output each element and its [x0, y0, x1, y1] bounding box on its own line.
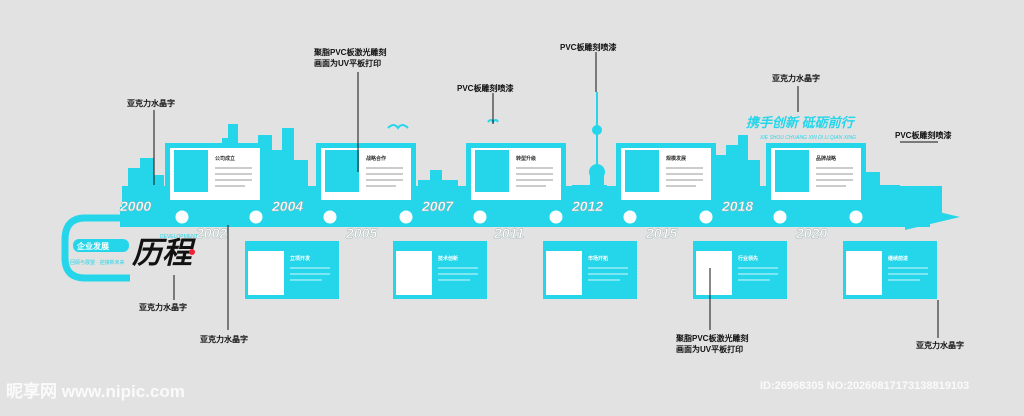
- watermark-site: 昵享网 www.nipic.com: [6, 382, 185, 401]
- timeline-axis: [120, 207, 930, 227]
- bottom-card-title: 行业领先: [737, 255, 758, 262]
- bottom-card-title: 立项开发: [290, 255, 311, 262]
- slogan-main: 携手创新 砥砺前行: [746, 115, 856, 130]
- annotation-acrylic: 亚克力水晶字: [916, 341, 964, 350]
- watermark-id: ID:26968305 NO:20260817173138819103: [760, 380, 970, 392]
- top-card-title: 品牌战略: [816, 155, 837, 162]
- annotation-acrylic: 亚克力水晶字: [127, 99, 175, 108]
- annotation-line: 聚脂PVC板激光雕刻: [676, 334, 749, 343]
- logo-tag: DEVELOPMENT: [160, 234, 198, 240]
- annotation-line: 画面为UV平板打印: [676, 345, 744, 354]
- annotation-pvc-paint: PVC板雕刻喷漆: [457, 84, 514, 93]
- year-label: 2005: [345, 225, 377, 241]
- year-label: 2011: [493, 225, 524, 241]
- annotation-acrylic: 亚克力水晶字: [139, 303, 187, 312]
- year-label: 2004: [271, 198, 303, 214]
- year-label: 2015: [645, 225, 677, 241]
- year-label: 2020: [795, 225, 827, 241]
- annotation-line: 画面为UV平板打印: [314, 59, 382, 68]
- annotation-acrylic: 亚克力水晶字: [772, 74, 820, 83]
- annotation-pointers: [153, 52, 939, 338]
- top-card-lines: [215, 167, 853, 187]
- slogan-pinyin: XIE SHOU CHUANG XIN DI LI QIAN XING: [759, 135, 856, 141]
- timeline-loop: [61, 214, 130, 282]
- top-card-title: 规模发展: [666, 155, 686, 162]
- annotation-pvc-laser: 聚脂PVC板激光雕刻 画面为UV平板打印: [314, 47, 386, 69]
- bird-icon: [387, 124, 409, 130]
- timeline-arrow: [905, 204, 960, 230]
- top-card-title: 战略合作: [366, 155, 386, 162]
- top-card-title: 公司成立: [215, 155, 235, 162]
- annotation-pvc-paint: PVC板雕刻喷漆: [560, 43, 617, 52]
- year-label: 2007: [421, 198, 454, 214]
- timeline-nodes: [172, 207, 866, 227]
- bottom-card-title: 继续前进: [888, 255, 908, 262]
- year-label: 2000: [119, 198, 151, 214]
- year-label: 2018: [721, 198, 753, 214]
- annotation-pvc-paint: PVC板雕刻喷漆: [895, 131, 952, 140]
- logo-chip: 企业发展: [76, 241, 109, 251]
- logo-calligraphy: 历程: [132, 237, 196, 270]
- bottom-card-lines: [290, 267, 928, 281]
- annotation-pvc-laser: 聚脂PVC板激光雕刻 画面为UV平板打印: [676, 333, 748, 355]
- logo-sub: 回顾与展望 · 迎接新未来: [70, 259, 124, 266]
- top-card-title: 转型升级: [516, 155, 536, 162]
- annotation-acrylic: 亚克力水晶字: [200, 335, 248, 344]
- bottom-card-title: 技术创新: [438, 255, 458, 262]
- bottom-cards: [245, 241, 937, 299]
- annotation-line: 聚脂PVC板激光雕刻: [314, 48, 387, 57]
- year-label: 2002: [195, 225, 227, 241]
- logo: 企业发展 回顾与展望 · 迎接新未来 历程 DEVELOPMENT: [70, 234, 198, 270]
- year-label: 2012: [571, 198, 603, 214]
- bottom-card-title: 市场开拓: [588, 255, 608, 262]
